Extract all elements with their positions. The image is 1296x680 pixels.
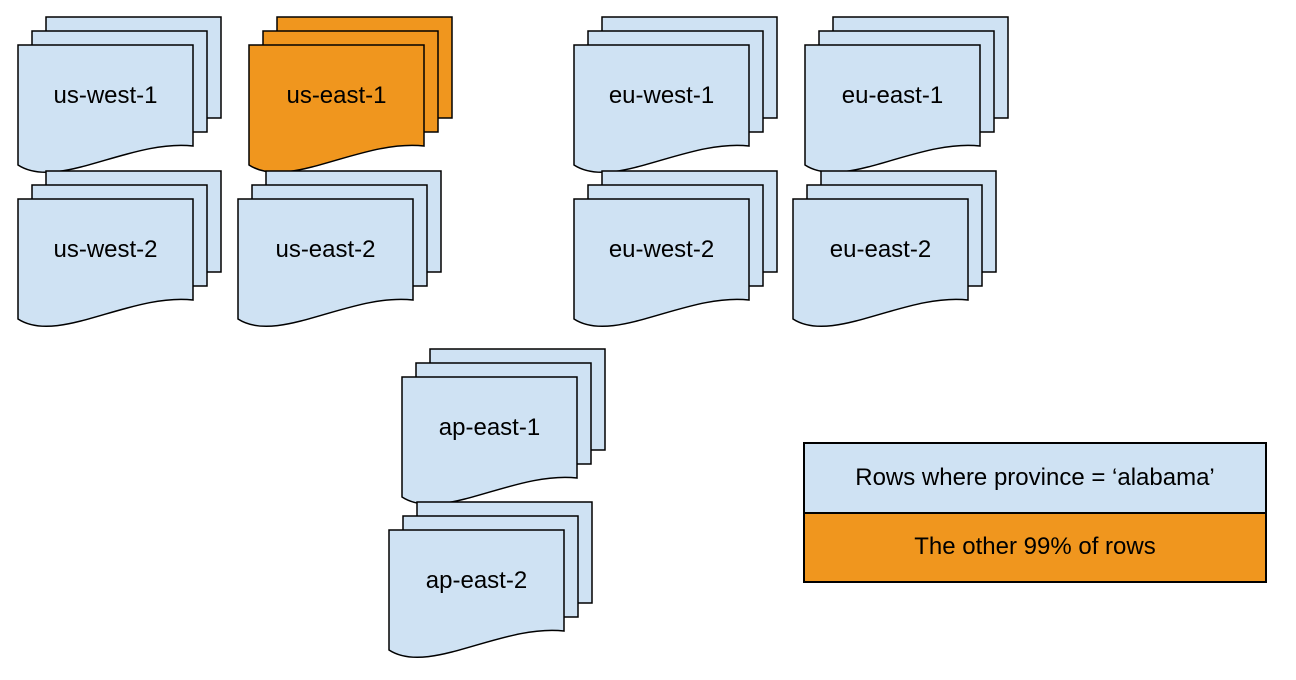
document-stack-icon: [17, 16, 222, 174]
region-stack-us-west-1: us-west-1: [16, 16, 222, 178]
legend-item-alabama-rows: Rows where province = ‘alabama’: [805, 444, 1265, 512]
document-stack-icon: [248, 16, 453, 174]
document-stack-icon: [804, 16, 1009, 174]
region-stack-us-west-2: us-west-2: [16, 170, 222, 332]
legend: Rows where province = ‘alabama’ The othe…: [803, 442, 1267, 583]
document-stack-icon: [573, 16, 778, 174]
document-stack-icon: [401, 348, 606, 506]
region-stack-eu-west-1: eu-west-1: [572, 16, 778, 178]
region-stack-us-east-2: us-east-2: [236, 170, 442, 332]
region-stack-ap-east-2: ap-east-2: [387, 501, 593, 663]
legend-label: The other 99% of rows: [914, 533, 1156, 561]
region-stack-ap-east-1: ap-east-1: [400, 348, 606, 510]
legend-item-other-rows: The other 99% of rows: [805, 511, 1265, 581]
region-stack-eu-east-1: eu-east-1: [803, 16, 1009, 178]
document-stack-icon: [573, 170, 778, 328]
document-stack-icon: [237, 170, 442, 328]
document-stack-icon: [792, 170, 997, 328]
document-stack-icon: [388, 501, 593, 659]
legend-label: Rows where province = ‘alabama’: [855, 463, 1215, 491]
region-stack-us-east-1: us-east-1: [247, 16, 453, 178]
region-stack-eu-east-2: eu-east-2: [791, 170, 997, 332]
region-stack-eu-west-2: eu-west-2: [572, 170, 778, 332]
document-stack-icon: [17, 170, 222, 328]
